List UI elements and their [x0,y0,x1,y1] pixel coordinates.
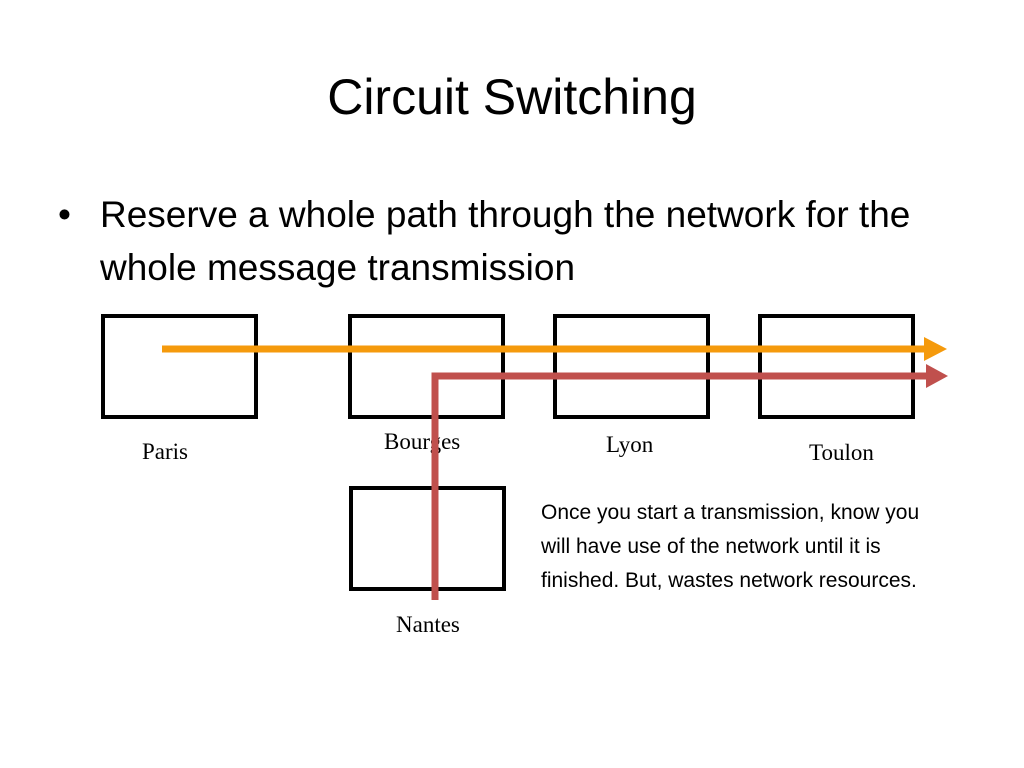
label-bourges: Bourges [384,429,461,454]
note-text: Once you start a transmission, know you … [541,501,920,592]
node-lyon-box [553,314,710,419]
node-toulon-box [758,314,915,419]
node-paris-box [101,314,258,419]
label-lyon: Lyon [606,432,654,457]
bullet-text: Reserve a whole path through the network… [100,194,911,288]
slide-title: Circuit Switching [327,69,697,125]
bullet-dot-icon: • [58,194,71,235]
path-paris-toulon-arrowhead [924,337,947,361]
path-nantes-toulon-line [431,372,928,600]
label-paris: Paris [142,439,188,464]
node-bourges-box [348,314,505,419]
label-nantes: Nantes [396,612,460,637]
path-nantes-toulon-arrowhead [926,364,948,388]
label-toulon: Toulon [809,440,874,465]
node-nantes-box [349,486,506,591]
